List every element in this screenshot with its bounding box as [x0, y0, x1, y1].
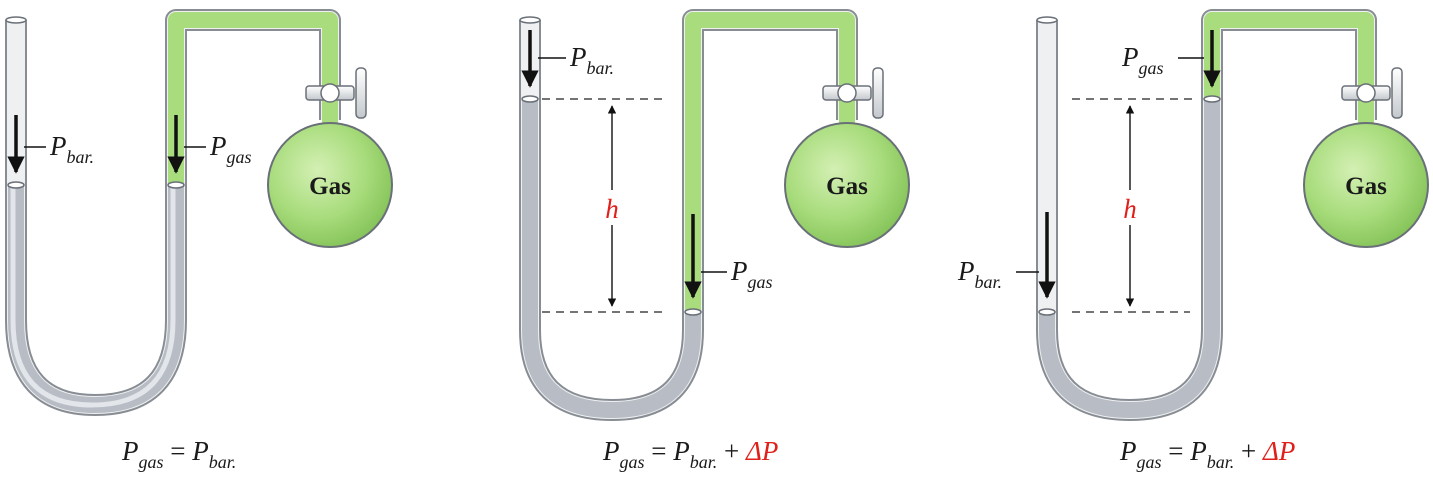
gas-column-1 [168, 12, 338, 185]
gas-bulb-3 [1303, 122, 1429, 248]
stopcock-valve-2 [822, 67, 884, 119]
manometer-liquid-3 [1039, 99, 1220, 418]
gas-column-3 [1204, 12, 1374, 130]
label-p-bar-1: Pbar. [49, 131, 94, 167]
equation-3: Pgas = Pbar. + ΔP [1119, 436, 1295, 472]
gas-bulb-label-1: Gas [309, 173, 351, 200]
label-h-2: h [605, 194, 619, 224]
equation-2: Pgas = Pbar. + ΔP [602, 436, 778, 472]
gas-bulb-label-2: Gas [826, 173, 868, 200]
panel-2-gas-higher: Gas h Pbar. Pgas Pgas = Pbar. + ΔP [519, 9, 910, 472]
stopcock-valve-1 [305, 67, 367, 119]
label-p-gas-1: Pgas [209, 131, 252, 167]
equation-1: Pgas = Pbar. [121, 436, 236, 472]
panel-1-equal-pressure: Gas Pbar. Pgas Pgas = Pbar. [5, 9, 393, 472]
label-h-3: h [1123, 194, 1137, 224]
gas-bulb-1 [267, 122, 393, 248]
manometer-liquid-2 [522, 99, 701, 418]
label-p-bar-2: Pbar. [569, 42, 614, 78]
gas-bulb-2 [784, 122, 910, 248]
stopcock-valve-3 [1341, 67, 1403, 119]
label-p-bar-3: Pbar. [957, 256, 1002, 292]
label-p-gas-3: Pgas [1121, 42, 1164, 78]
label-p-gas-2: Pgas [730, 256, 773, 292]
gas-bulb-label-3: Gas [1345, 173, 1387, 200]
gas-column-2 [685, 12, 855, 312]
panel-3-gas-lower: Gas h Pgas Pbar. Pgas = Pbar. + ΔP [957, 9, 1429, 472]
